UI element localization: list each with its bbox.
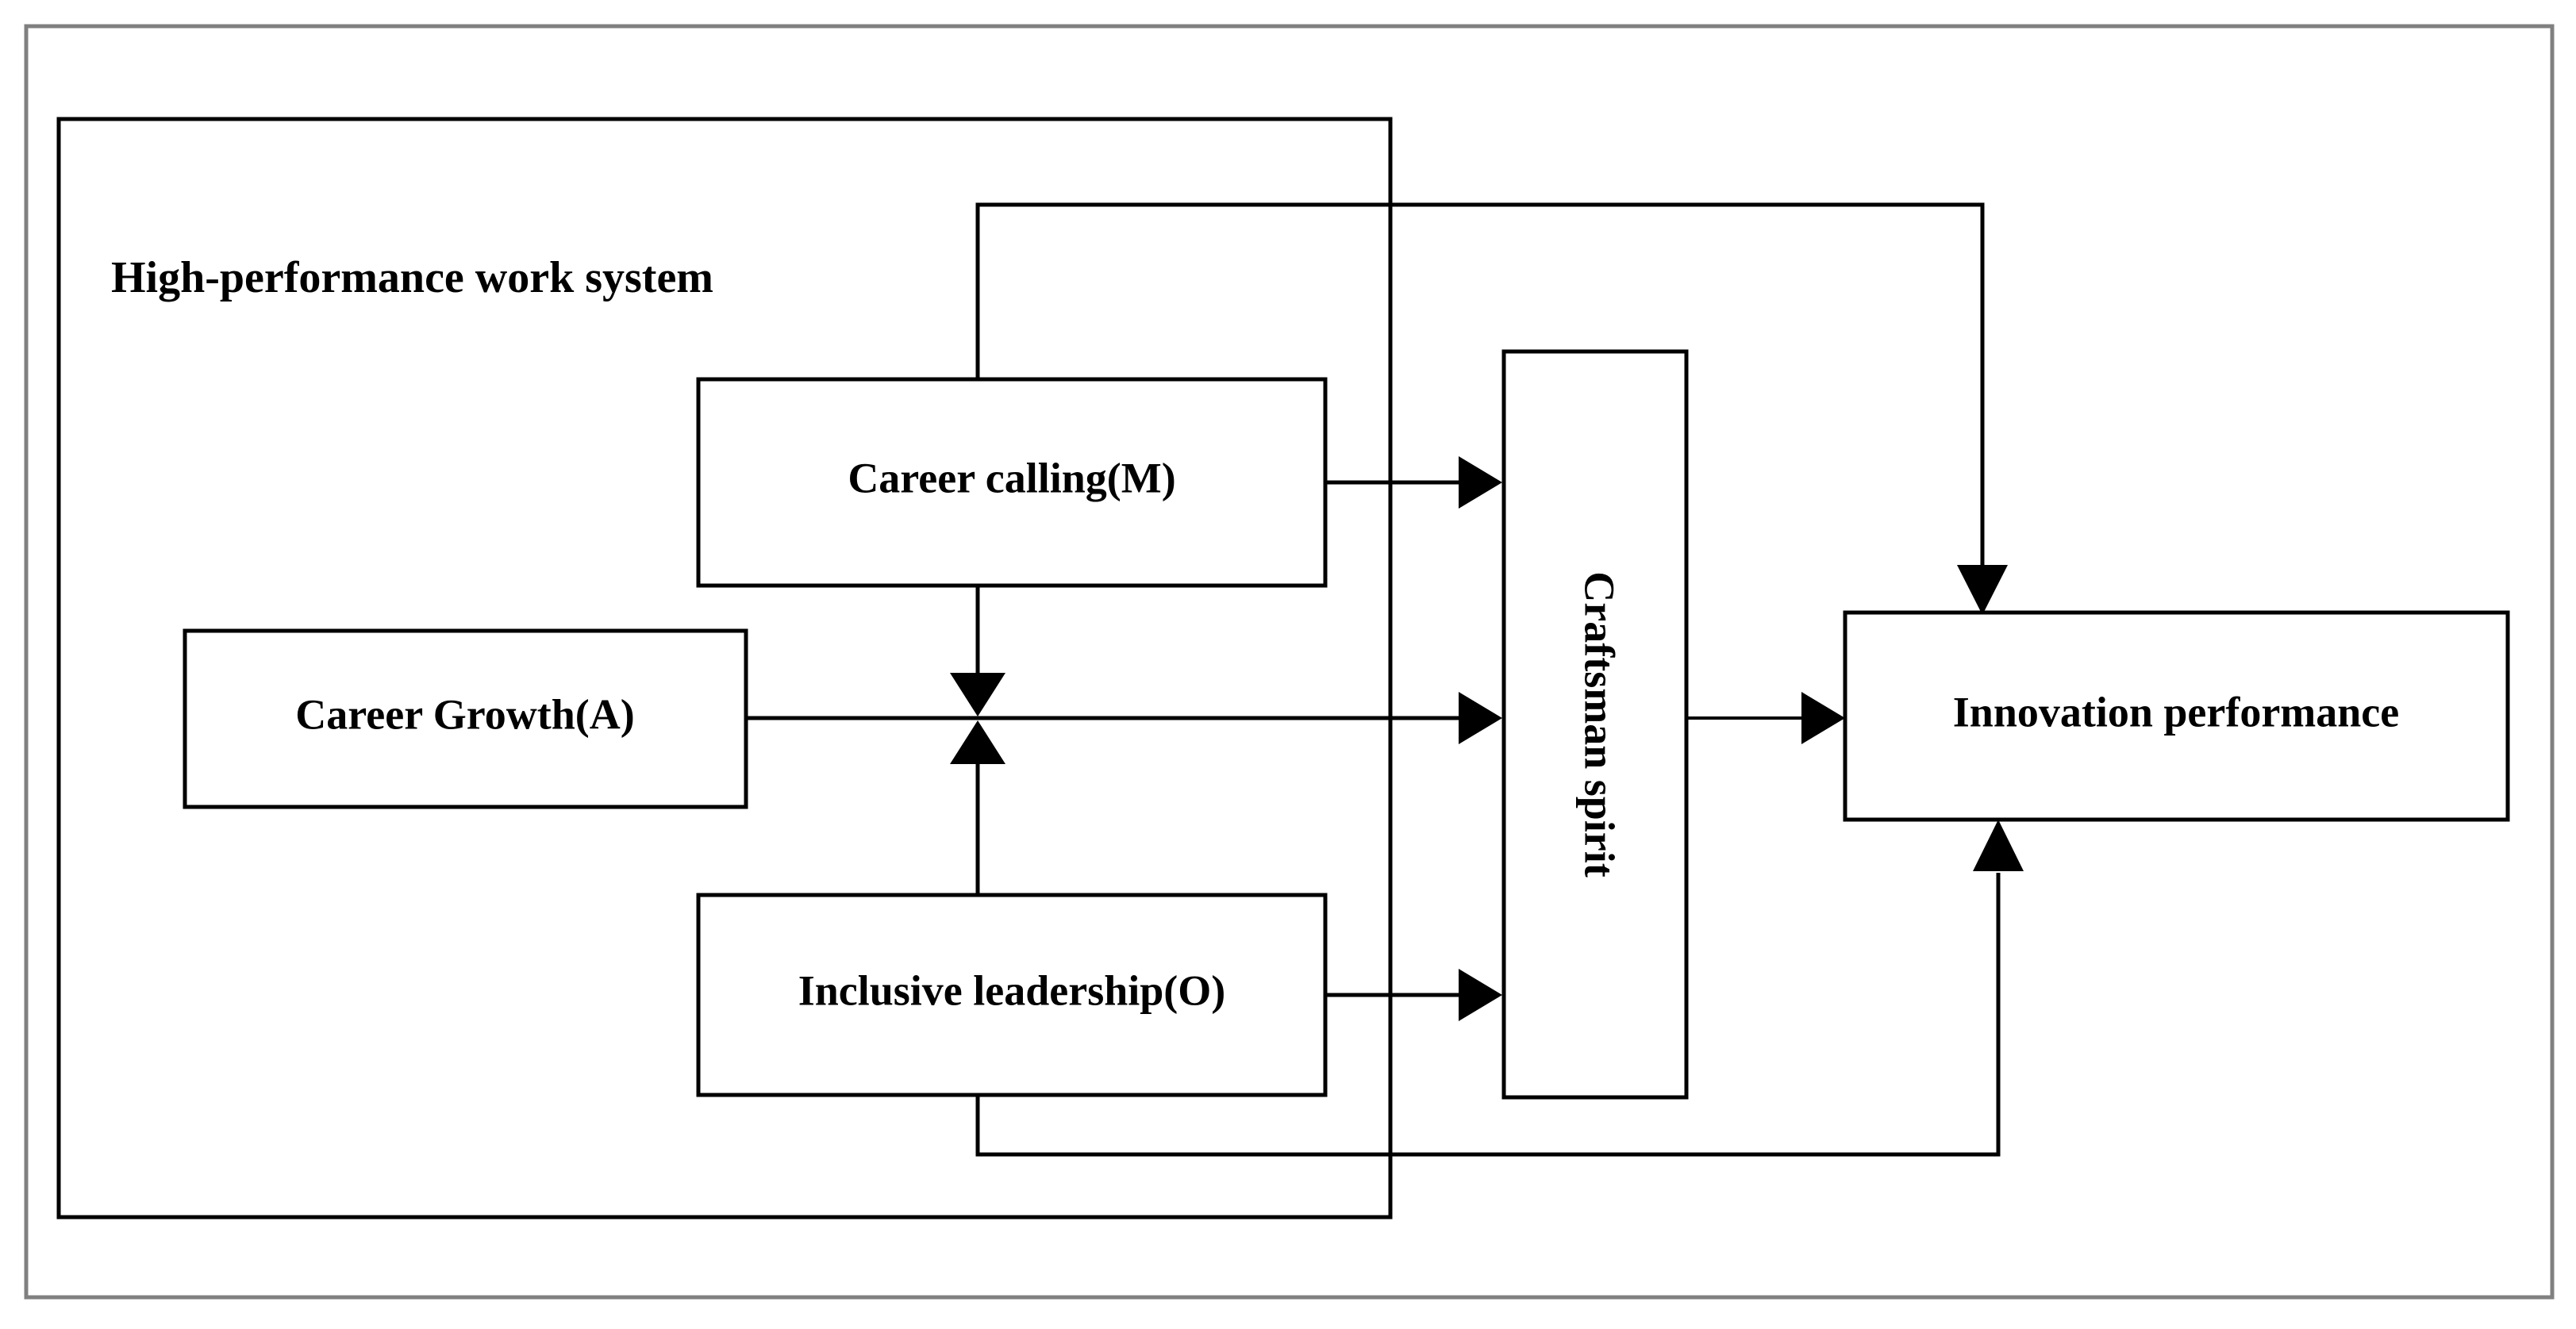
arrow-head-right-craftsman-mid — [1459, 692, 1502, 744]
arrow-head-down-innovation-top — [1957, 565, 2008, 615]
edge-career-calling-to-craftsman — [1325, 456, 1502, 509]
node-innovation-performance[interactable]: Innovation performance — [1843, 610, 2510, 822]
craftsman-spirit-box[interactable] — [1501, 349, 1689, 1100]
innovation-performance-box[interactable] — [1843, 610, 2510, 822]
arrow-head-right-innovation — [1801, 692, 1845, 744]
node-career-growth[interactable]: Career Growth(A) — [183, 628, 748, 809]
edge-career-growth-to-craftsman — [746, 692, 1502, 744]
edge-inclusive-leadership-to-center — [950, 720, 1005, 895]
innovation-performance-label: Innovation performance — [1953, 688, 2399, 736]
edge-craftsman-to-innovation — [1686, 692, 1845, 744]
arrow-head-up-center — [950, 720, 1005, 764]
inclusive-leadership-box[interactable] — [696, 893, 1328, 1097]
arrow-head-up-innovation-bottom — [1973, 820, 2024, 871]
arrow-head-down-center — [950, 673, 1005, 716]
arrow-head-right-craftsman-bottom — [1459, 969, 1502, 1021]
career-calling-label: Career calling(M) — [848, 454, 1175, 501]
career-growth-box[interactable] — [183, 628, 748, 809]
career-growth-label: Career Growth(A) — [295, 690, 634, 738]
craftsman-spirit-label: Craftsman spirit — [1576, 571, 1624, 877]
arrow-head-right-craftsman-top — [1459, 456, 1502, 509]
edge-hpws-to-innovation-top — [975, 202, 2008, 615]
hpws-container-box — [56, 117, 1393, 1220]
node-inclusive-leadership[interactable]: Inclusive leadership(O) — [696, 893, 1328, 1097]
hpws-container-title: High-performance work system — [111, 253, 713, 302]
edge-inclusive-leadership-to-craftsman — [1325, 969, 1502, 1021]
node-career-calling[interactable]: Career calling(M) — [696, 377, 1328, 588]
node-craftsman-spirit[interactable]: Craftsman spirit — [1501, 349, 1689, 1100]
page-border — [24, 24, 2555, 1300]
career-calling-box[interactable] — [696, 377, 1328, 588]
edge-career-calling-to-center — [950, 586, 1005, 716]
inclusive-leadership-label: Inclusive leadership(O) — [798, 966, 1226, 1014]
